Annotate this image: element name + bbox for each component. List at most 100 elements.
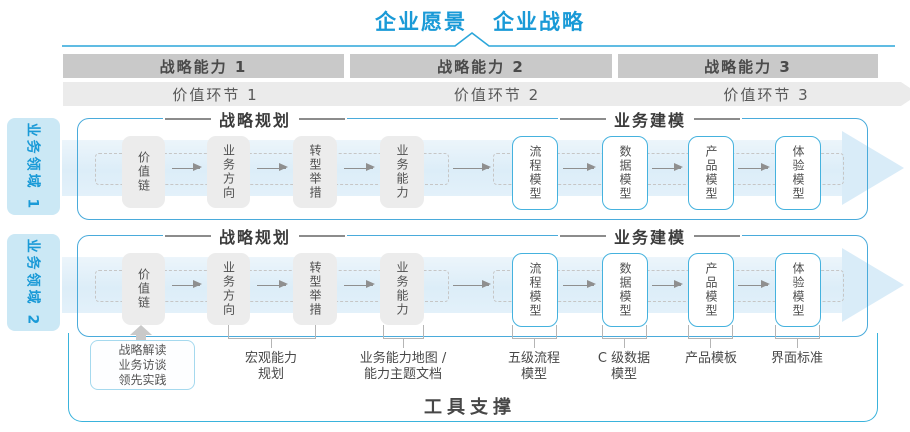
arrow-icon xyxy=(738,280,770,289)
title-line-right xyxy=(694,234,741,237)
capability-bar-1: 战略能力 1 xyxy=(63,54,344,78)
box-text: 产品模型 xyxy=(704,145,718,201)
annotation-line: 宏观能力 xyxy=(244,351,297,366)
annotation-product-template: 产品模板 xyxy=(641,351,781,367)
arrow-icon xyxy=(563,163,596,172)
box-text: 业务方向 xyxy=(221,144,236,200)
row1-box-product-model: 产品模型 xyxy=(688,136,734,210)
annotation-line: 战略解读 xyxy=(118,342,167,357)
domain-label-1: 业务领域 1 xyxy=(7,118,60,215)
bracket-line xyxy=(646,325,647,339)
annotation-data-c: C 级数据 模型 xyxy=(554,351,694,383)
box-text: 体验模型 xyxy=(791,145,805,201)
bracket-line xyxy=(688,325,689,339)
annotation-process-l5: 五级流程 模型 xyxy=(464,351,604,383)
enterprise-strategy-label: 企业战略 xyxy=(493,10,585,34)
arrow-icon xyxy=(453,163,491,172)
arrow-icon xyxy=(172,280,202,289)
top-rule-with-caret xyxy=(62,31,895,47)
box-text: 数据模型 xyxy=(618,145,632,201)
box-text: 业务方向 xyxy=(221,261,236,317)
row1-box-data-model: 数据模型 xyxy=(602,136,648,210)
up-arrow-icon xyxy=(130,325,152,335)
annotation-line: 模型 xyxy=(610,367,637,382)
row1-box-experience-model: 体验模型 xyxy=(775,136,821,210)
arrow-icon xyxy=(652,280,683,289)
bracket-line xyxy=(556,325,557,339)
value-chevron-2: 价值环节 2 xyxy=(356,82,650,106)
bracket-line xyxy=(383,325,384,339)
annotation-line: 模型 xyxy=(520,367,547,382)
annotation-line: 五级流程 xyxy=(507,351,560,366)
title-line-right xyxy=(299,234,346,237)
box-text: 产品模型 xyxy=(704,262,718,318)
row2-box-value-chain: 价值链 xyxy=(122,253,165,325)
title-line-left xyxy=(165,117,211,120)
title-line-right xyxy=(299,117,346,120)
arrow-icon xyxy=(652,163,683,172)
bracket-line xyxy=(512,325,513,339)
enterprise-header: 企业愿景 企业战略 xyxy=(0,6,910,36)
annotation-line: 领先实践 xyxy=(118,372,167,387)
row2-planning-title-text: 战略规划 xyxy=(219,227,292,247)
row2-panel xyxy=(77,235,868,337)
annotation-line: 业务能力地图 / xyxy=(359,351,447,366)
value-chevron-2-label: 价值环节 2 xyxy=(453,85,541,104)
row2-box-data-model: 数据模型 xyxy=(602,253,648,327)
bracket-line xyxy=(423,325,424,339)
box-text: 流程模型 xyxy=(528,262,542,318)
value-chevron-1-label: 价值环节 1 xyxy=(172,85,259,104)
value-chevron-1: 价值环节 1 xyxy=(63,82,380,106)
box-text: 数据模型 xyxy=(618,262,632,318)
title-line-left xyxy=(560,117,606,120)
annotation-line: 规划 xyxy=(257,367,284,382)
capability-bar-3-label: 战略能力 3 xyxy=(704,57,792,76)
arrow-icon xyxy=(172,163,202,172)
row1-planning-title: 战略规划 xyxy=(163,109,348,130)
row2-box-business-direction: 业务方向 xyxy=(207,253,250,325)
annotation-macro-capability: 宏观能力 规划 xyxy=(201,351,341,383)
row2-box-product-model: 产品模型 xyxy=(688,253,734,327)
annotation-line: 界面标准 xyxy=(770,351,823,366)
box-text: 业务能力 xyxy=(395,144,409,200)
row1-box-process-model: 流程模型 xyxy=(512,136,558,210)
row1-box-value-chain: 价值链 xyxy=(122,136,165,208)
box-text: 转型举措 xyxy=(308,261,322,317)
arrow-icon xyxy=(453,280,491,289)
bracket-line xyxy=(819,325,820,339)
row1-box-business-capability: 业务能力 xyxy=(380,136,424,208)
bracket-line xyxy=(710,338,711,348)
up-arrow-shaft xyxy=(136,334,146,341)
title-line-left xyxy=(560,234,606,237)
arrow-icon xyxy=(344,280,375,289)
row1-box-transformation-initiatives: 转型举措 xyxy=(293,136,337,208)
tool-support-label: 工具支撑 xyxy=(424,397,516,418)
bracket-line xyxy=(534,338,535,348)
annotation-line: 能力主题文档 xyxy=(363,367,442,382)
capability-bar-2: 战略能力 2 xyxy=(350,54,612,78)
row2-box-process-model: 流程模型 xyxy=(512,253,558,327)
annotation-line: 业务访谈 xyxy=(118,357,167,372)
row2-planning-dashed-zone xyxy=(95,270,449,302)
bracket-line xyxy=(315,325,316,339)
title-line-right xyxy=(694,117,741,120)
box-text: 价值链 xyxy=(136,151,151,193)
box-text: 转型举措 xyxy=(308,144,322,200)
box-text: 价值链 xyxy=(136,268,151,310)
flow-band-arrowhead-row1 xyxy=(842,131,904,205)
row1-planning-dashed-zone xyxy=(95,153,449,185)
domain-1-text: 业务领域 1 xyxy=(24,122,41,211)
row2-planning-title: 战略规划 xyxy=(163,226,348,247)
bracket-line xyxy=(602,325,603,339)
arrow-icon xyxy=(738,163,770,172)
value-chevron-3-label: 价值环节 3 xyxy=(723,85,810,104)
annotation-capability-map: 业务能力地图 / 能力主题文档 xyxy=(333,351,473,383)
row1-planning-title-text: 战略规划 xyxy=(219,110,292,130)
domain-label-2: 业务领域 2 xyxy=(7,234,60,331)
row2-box-business-capability: 业务能力 xyxy=(380,253,424,325)
row2-modeling-dashed-zone xyxy=(493,270,844,302)
row1-box-business-direction: 业务方向 xyxy=(207,136,250,208)
capability-bar-1-label: 战略能力 1 xyxy=(159,57,248,76)
bracket-line xyxy=(732,325,733,339)
